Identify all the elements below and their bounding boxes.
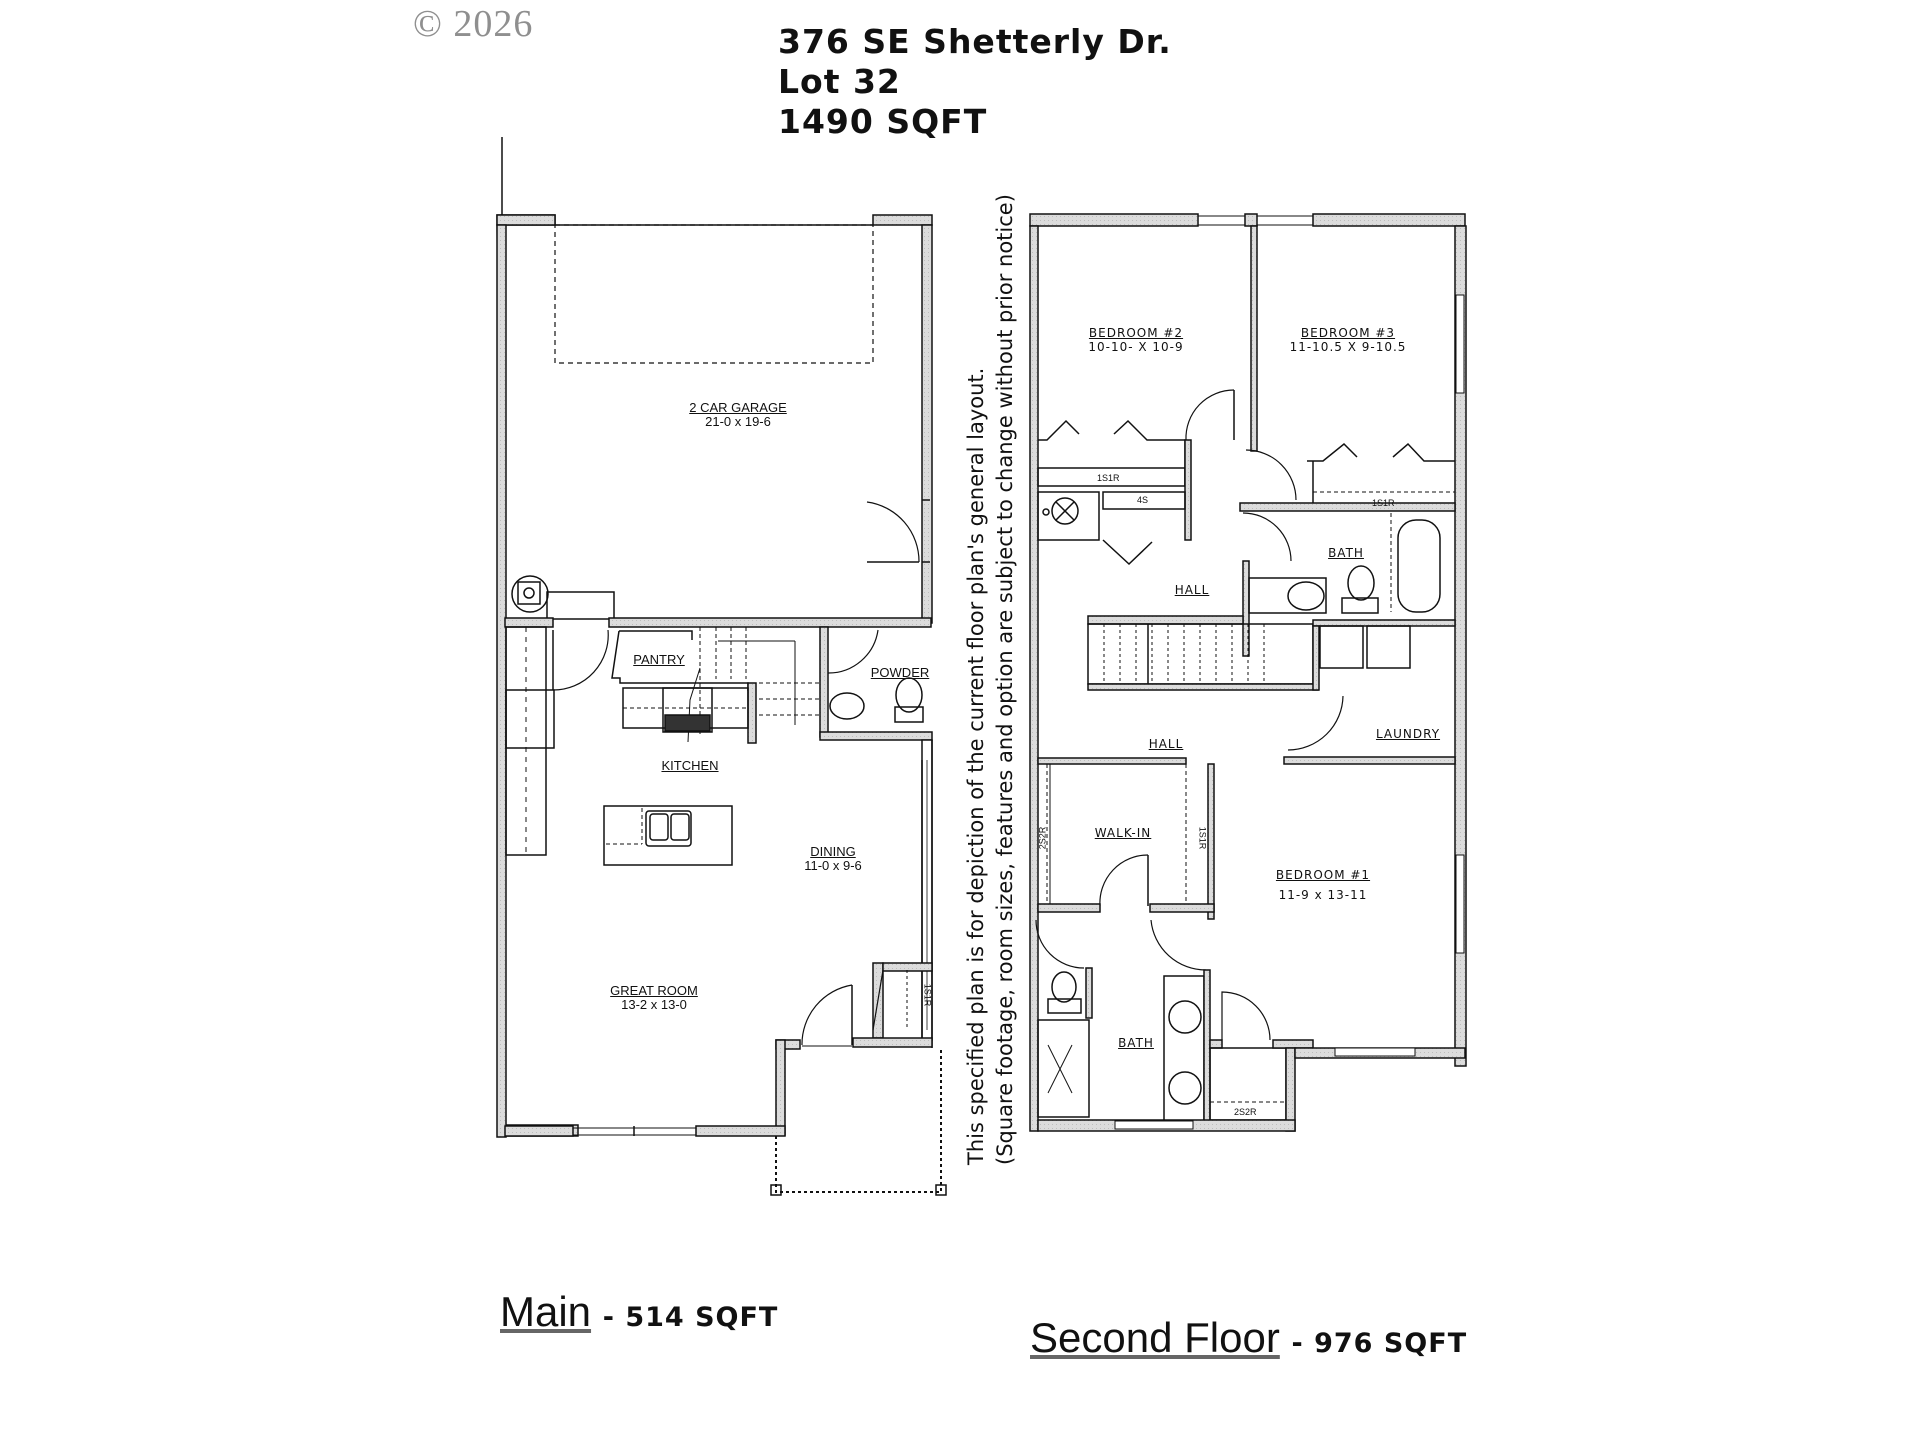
total-square-footage: 1490 SQFT [778, 102, 988, 141]
main-floor-plan [496, 137, 947, 1196]
shelf-label: 1S1R [1097, 473, 1120, 483]
second-floor-sqft: - 976 SQFT [1291, 1328, 1468, 1359]
shelf-label: 2S2R [1037, 826, 1048, 850]
room-dining: DINING 11-0 x 9-6 [804, 844, 862, 873]
room-kitchen: KITCHEN [661, 758, 719, 773]
shelf-label: 2S2R [1234, 1107, 1257, 1117]
room-upper-hall: HALL [1174, 583, 1210, 597]
room-bedroom-3: BEDROOM #3 11-10.5 X 9-10.5 [1289, 326, 1407, 354]
lot-number: Lot 32 [778, 62, 901, 101]
room-lower-hall: HALL [1148, 737, 1184, 751]
main-floor-sqft: - 514 SQFT [602, 1302, 779, 1333]
address-title: 376 SE Shetterly Dr. [778, 22, 1172, 61]
room-bedroom-2: BEDROOM #2 10-10- X 10-9 [1088, 326, 1184, 354]
shelf-label: 1S1R [1372, 498, 1395, 508]
second-floor-plan [1029, 213, 1467, 1132]
room-walk-in: WALK-IN [1094, 826, 1152, 840]
room-master-bath: BATH [1118, 1036, 1154, 1050]
plan-title-block: 376 SE Shetterly Dr. Lot 32 1490 SQFT [778, 22, 1172, 142]
room-laundry: LAUNDRY [1375, 727, 1441, 741]
room-hall-bath: BATH [1328, 546, 1364, 560]
room-garage: 2 CAR GARAGE 21-0 x 19-6 [689, 400, 787, 429]
shelf-label: 4S [1137, 495, 1149, 505]
disclaimer-line-2: (Square footage, room sizes, features an… [993, 194, 1017, 1165]
disclaimer-line-1: This specified plan is for depiction of … [964, 367, 988, 1165]
main-floor-name: Main [500, 1288, 592, 1335]
main-floor-caption: Main - 514 SQFT [500, 1288, 778, 1336]
room-great-room: GREAT ROOM 13-2 x 13-0 [610, 983, 698, 1012]
room-bedroom-1: BEDROOM #1 11-9 x 13-11 [1275, 868, 1371, 902]
copyright-watermark: © 2026 [413, 3, 534, 45]
shelf-label: 1S1R [1197, 826, 1208, 850]
disclaimer-text: This specified plan is for depiction of … [962, 194, 1020, 1165]
room-pantry: PANTRY [633, 652, 685, 667]
second-floor-caption: Second Floor - 976 SQFT [1030, 1314, 1467, 1362]
shelf-label: 1S1R [922, 983, 933, 1007]
room-powder: POWDER [870, 665, 930, 680]
second-floor-name: Second Floor [1030, 1314, 1280, 1361]
